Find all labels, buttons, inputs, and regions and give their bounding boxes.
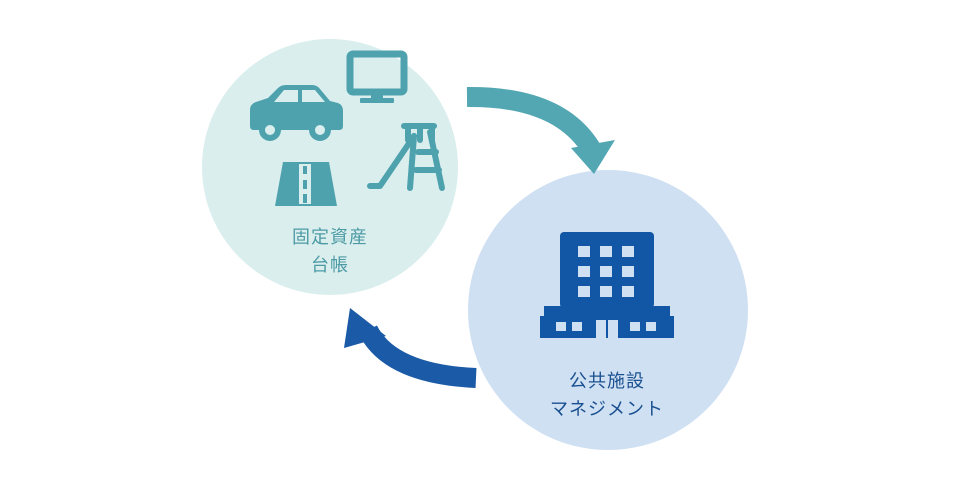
fixed-asset-ledger-line1: 固定資産 bbox=[292, 227, 368, 248]
fixed-asset-ledger-line2: 台帳 bbox=[311, 255, 349, 276]
car-icon bbox=[250, 85, 343, 141]
arrow-to-management bbox=[466, 86, 615, 174]
arrow-to-ledger bbox=[344, 308, 477, 388]
road-icon bbox=[275, 162, 337, 206]
fixed-asset-ledger-label: 固定資産 台帳 bbox=[235, 224, 425, 280]
public-facility-management-line2: マネジメント bbox=[550, 399, 664, 420]
slide-icon bbox=[367, 123, 445, 191]
public-facility-management-label: 公共施設 マネジメント bbox=[512, 368, 702, 424]
monitor-icon bbox=[346, 50, 408, 103]
building-icon bbox=[540, 232, 674, 338]
public-facility-management-line1: 公共施設 bbox=[569, 371, 645, 392]
